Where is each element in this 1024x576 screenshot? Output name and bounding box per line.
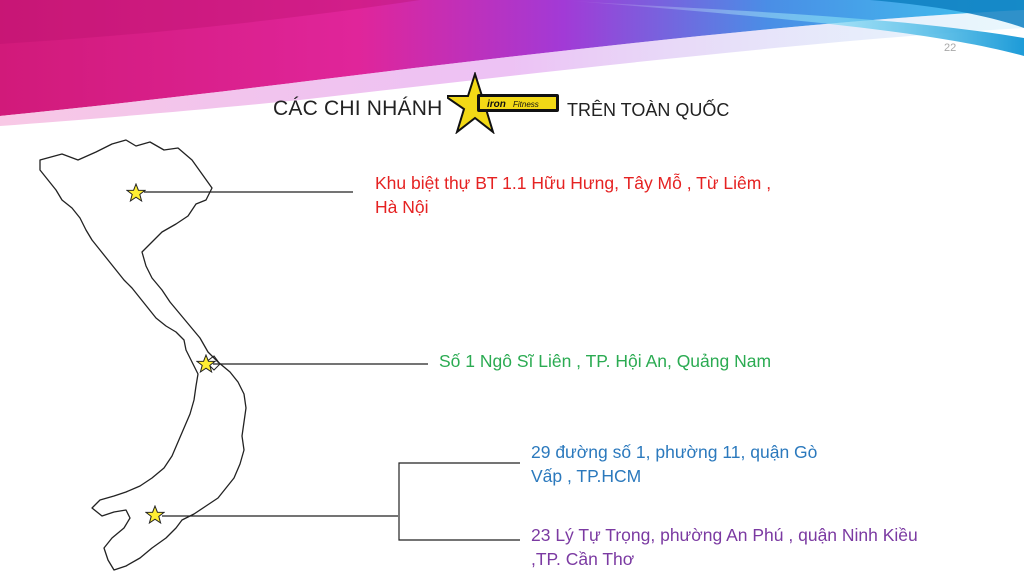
page-number: 22: [944, 42, 957, 54]
iron-fitness-logo: iron Fitness: [447, 72, 559, 134]
address-line: Vấp , TP.HCM: [531, 466, 642, 486]
address-line: Hà Nội: [375, 197, 429, 217]
star-icon: [145, 505, 165, 525]
address-line: 29 đường số 1, phường 11, quận Gò: [531, 442, 818, 462]
address-line: ,TP. Cần Thơ: [531, 549, 635, 569]
svg-text:Fitness: Fitness: [513, 100, 539, 109]
address-line: Khu biệt thự BT 1.1 Hữu Hưng, Tây Mỗ , T…: [375, 173, 772, 193]
address-line: 23 Lý Tự Trọng, phường An Phú , quận Nin…: [531, 525, 918, 545]
slide-title-left: CÁC CHI NHÁNH: [273, 97, 443, 120]
branch-address-cantho: 23 Lý Tự Trọng, phường An Phú , quận Nin…: [531, 523, 918, 571]
header-swoosh-decoration: [0, 0, 1024, 126]
branch-address-hcm: 29 đường số 1, phường 11, quận Gò Vấp , …: [531, 440, 817, 488]
slide-title-right: TRÊN TOÀN QUỐC: [567, 100, 730, 120]
branch-address-hoian: Số 1 Ngô Sĩ Liên , TP. Hội An, Quảng Nam: [439, 349, 771, 373]
branch-address-hanoi: Khu biệt thự BT 1.1 Hữu Hưng, Tây Mỗ , T…: [375, 171, 771, 219]
star-icon: [126, 183, 146, 203]
svg-text:iron: iron: [487, 99, 506, 110]
star-icon: [196, 354, 216, 374]
address-line: Số 1 Ngô Sĩ Liên , TP. Hội An, Quảng Nam: [439, 351, 772, 371]
